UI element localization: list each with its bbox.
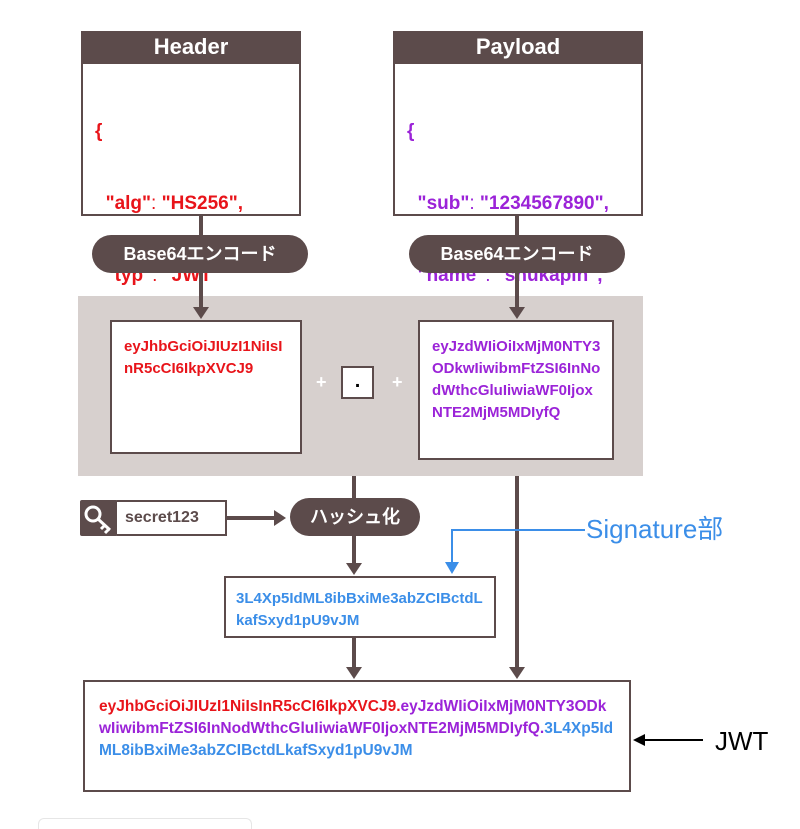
arrow-down-icon <box>509 667 525 679</box>
arrow-down-icon <box>346 667 362 679</box>
payload-title: Payload <box>393 31 643 63</box>
base64-encode-header-pill: Base64エンコード <box>92 235 308 273</box>
base64-encode-payload-pill: Base64エンコード <box>409 235 625 273</box>
payload-json-box: { "sub": "1234567890", "name": "shukapin… <box>393 62 643 430</box>
jwt-pointer-arrow <box>633 734 703 746</box>
connector <box>227 516 275 520</box>
arrow-down-icon <box>193 307 209 319</box>
encoded-payload-text: eyJzdWIiOiIxMjM0NTY3ODkwIiwibmFtZSI6InNo… <box>432 338 601 421</box>
jwt-text: eyJhbGciOiJIUzI1NiIsInR5cCI6IkpXVCJ9.eyJ… <box>99 696 617 762</box>
connector <box>199 273 203 308</box>
jwt-label: JWT <box>715 726 769 756</box>
connector <box>515 273 519 308</box>
header-title: Header <box>81 31 301 63</box>
plus-sign: + <box>392 372 403 392</box>
header-json-box: { "alg": "HS256", "typ": "JWT" } <box>81 62 301 358</box>
jwt-dot: . <box>396 698 401 715</box>
connector <box>199 216 203 236</box>
payload-json-line: "sub": "1234567890", <box>407 193 609 214</box>
arrow-down-icon <box>346 563 362 575</box>
jwt-payload-part: eyJzdWIiOiIxMjM0NTY3ODkwIiwibmFtZSI6InNo… <box>99 698 607 737</box>
connector <box>352 638 356 668</box>
dot-box: . <box>341 366 374 399</box>
encoded-payload-box: eyJzdWIiOiIxMjM0NTY3ODkwIiwibmFtZSI6InNo… <box>418 320 614 460</box>
header-json-line: "alg": "HS256", <box>105 193 243 214</box>
dot-text: . <box>354 370 361 392</box>
payload-json-line: { <box>407 121 415 142</box>
encoded-header-box: eyJhbGciOiJIUzI1NiIsInR5cCI6IkpXVCJ9 <box>110 320 302 454</box>
signature-box: 3L4Xp5IdML8ibBxiMe3abZCIBctdLkafSxyd1pU9… <box>224 576 496 638</box>
signature-pointer-arrow <box>445 529 585 574</box>
jwt-signature-part: 3L4Xp5IdML8ibBxiMe3abZCIBctdLkafSxyd1pU9… <box>99 720 614 759</box>
bottom-fragment <box>38 818 252 829</box>
arrow-right-icon <box>274 510 286 526</box>
plus-sign: + <box>316 372 327 392</box>
signature-label: Signature部 <box>586 514 724 544</box>
encoded-header-text: eyJhbGciOiJIUzI1NiIsInR5cCI6IkpXVCJ9 <box>124 338 283 377</box>
header-json-key: "alg" <box>105 193 152 214</box>
jwt-header-part: eyJhbGciOiJIUzI1NiIsInR5cCI6IkpXVCJ9 <box>99 698 397 715</box>
jwt-box: eyJhbGciOiJIUzI1NiIsInR5cCI6IkpXVCJ9.eyJ… <box>83 680 631 792</box>
key-icon <box>84 505 112 535</box>
signature-text: 3L4Xp5IdML8ibBxiMe3abZCIBctdLkafSxyd1pU9… <box>236 590 483 629</box>
hash-pill: ハッシュ化 <box>290 498 420 536</box>
secret-key-icon-box <box>80 500 118 536</box>
connector <box>515 216 519 236</box>
connector <box>352 476 356 500</box>
secret-value: secret123 <box>125 509 199 526</box>
arrow-down-icon <box>509 307 525 319</box>
secret-value-box: secret123 <box>117 500 227 536</box>
connector <box>515 476 519 668</box>
header-json-line: { <box>95 121 103 142</box>
jwt-dot: . <box>539 720 545 737</box>
connector <box>352 536 356 564</box>
